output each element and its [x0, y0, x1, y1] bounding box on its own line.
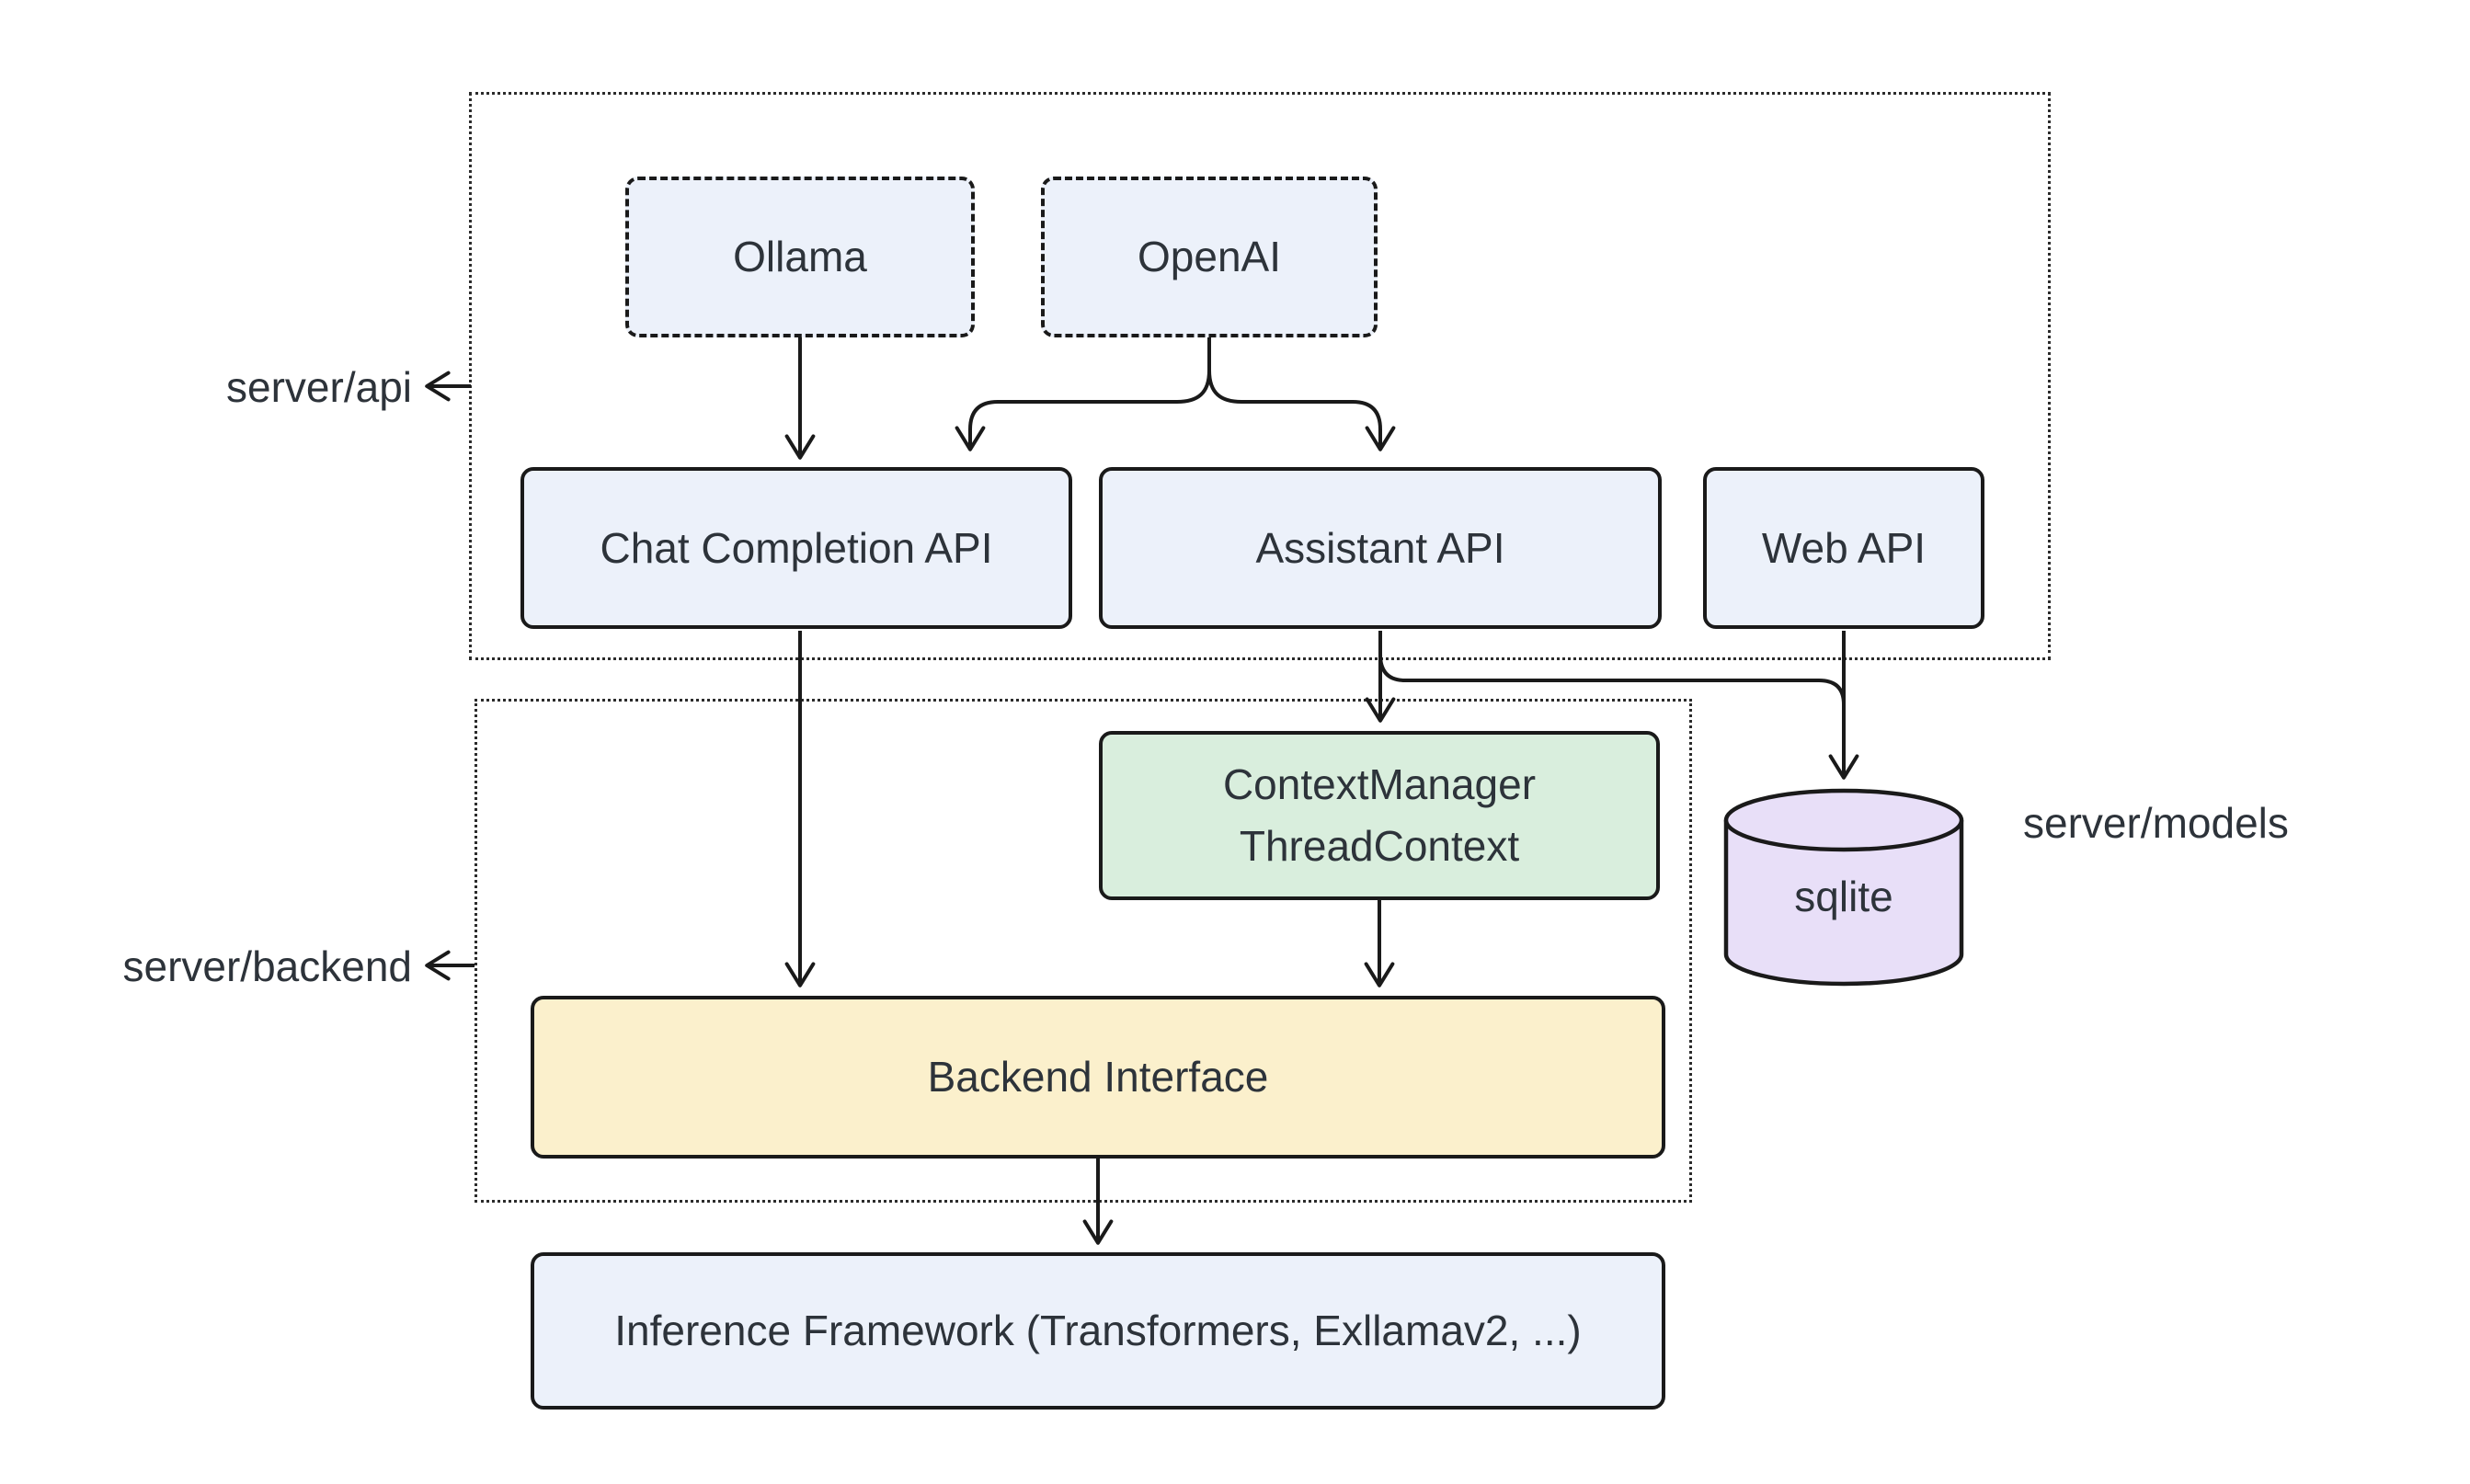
group-server-api-box	[469, 92, 2051, 660]
server-api-label: server/api	[92, 362, 412, 412]
node-web-api: Web API	[1703, 467, 1984, 629]
node-ollama-label: Ollama	[733, 233, 867, 281]
node-sqlite-label: sqlite	[1794, 873, 1893, 920]
node-ollama: Ollama	[625, 177, 975, 337]
group-server-backend-box	[475, 699, 1692, 1203]
node-openai: OpenAI	[1041, 177, 1378, 337]
server-models-label: server/models	[2023, 798, 2289, 848]
node-assistant-api: Assistant API	[1099, 467, 1662, 629]
node-context-manager-line1: ContextManager	[1222, 760, 1537, 809]
server-backend-label: server/backend	[55, 942, 413, 991]
node-context-manager-line2: ThreadContext	[1239, 822, 1520, 870]
node-assistant-api-label: Assistant API	[1255, 523, 1505, 572]
node-backend-interface-label: Backend Interface	[927, 1053, 1269, 1102]
node-openai-label: OpenAI	[1138, 233, 1281, 281]
edge-assistant-to-sqlite-branch	[1378, 654, 1846, 705]
sqlite-cylinder-top	[1723, 788, 1964, 852]
server-backend-label-text: server/backend	[122, 942, 413, 990]
node-web-api-label: Web API	[1761, 523, 1927, 572]
node-inference-framework-label: Inference Framework (Transformers, Exlla…	[614, 1307, 1582, 1355]
node-backend-interface: Backend Interface	[531, 996, 1665, 1159]
node-chat-completion-api: Chat Completion API	[520, 467, 1072, 629]
server-api-label-text: server/api	[226, 363, 412, 411]
node-inference-framework: Inference Framework (Transformers, Exlla…	[531, 1252, 1665, 1410]
server-models-label-text: server/models	[2023, 799, 2289, 847]
node-context-manager: ContextManager ThreadContext	[1099, 731, 1660, 900]
node-chat-completion-api-label: Chat Completion API	[600, 523, 993, 572]
